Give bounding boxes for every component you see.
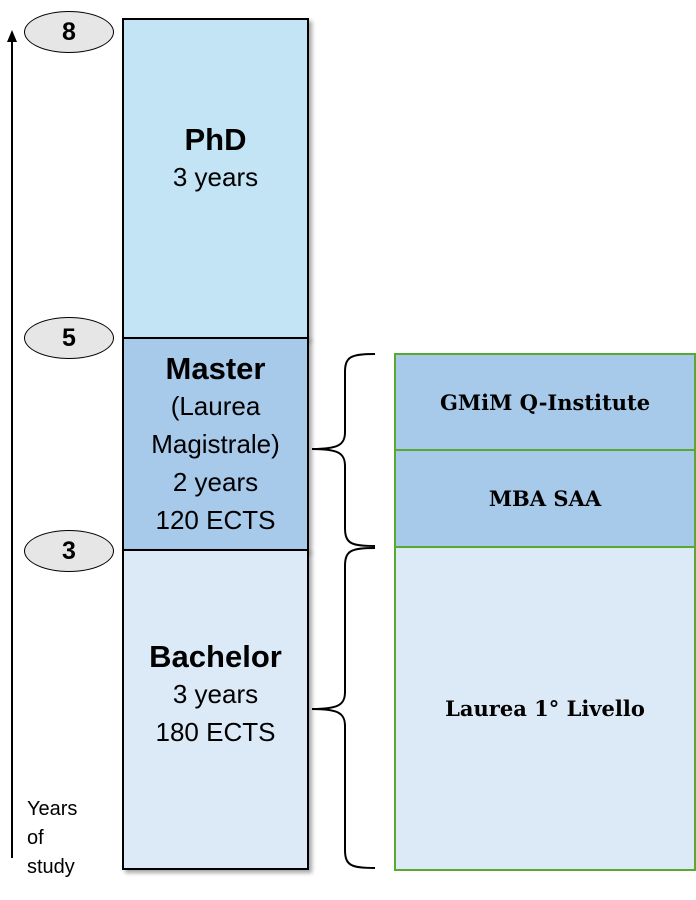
phd-duration: 3 years xyxy=(172,162,259,192)
master-ects: 120 ECTS xyxy=(155,504,276,535)
year-marker-3: 3 xyxy=(24,530,114,572)
axis-label: Years of study xyxy=(27,795,77,882)
axis-label-line: Years xyxy=(27,798,78,820)
program-gmim: GMiM Q-Institute xyxy=(394,353,696,451)
bachelor-block: Bachelor 3 years 180 ECTS xyxy=(122,549,309,870)
master-duration: 2 years xyxy=(172,466,259,497)
master-brace xyxy=(311,353,376,547)
axis-arrowhead xyxy=(7,30,17,42)
axis-label-line: study xyxy=(27,856,75,878)
program-mba: MBA SAA xyxy=(394,449,696,548)
axis-label-line: of xyxy=(27,827,44,849)
year-marker-5: 5 xyxy=(24,317,114,359)
master-line: (Laurea xyxy=(170,390,261,421)
year-marker-8: 8 xyxy=(24,11,114,53)
phd-title: PhD xyxy=(184,122,247,157)
bachelor-brace xyxy=(311,547,376,869)
program-laurea: Laurea 1° Livello xyxy=(394,546,696,871)
master-title: Master xyxy=(165,350,266,386)
master-block: Master (Laurea Magistrale) 2 years 120 E… xyxy=(122,337,309,551)
bachelor-ects: 180 ECTS xyxy=(155,717,276,747)
phd-block: PhD 3 years xyxy=(122,18,309,339)
master-line: Magistrale) xyxy=(151,428,280,459)
bachelor-duration: 3 years xyxy=(172,679,259,709)
bachelor-title: Bachelor xyxy=(149,639,282,674)
